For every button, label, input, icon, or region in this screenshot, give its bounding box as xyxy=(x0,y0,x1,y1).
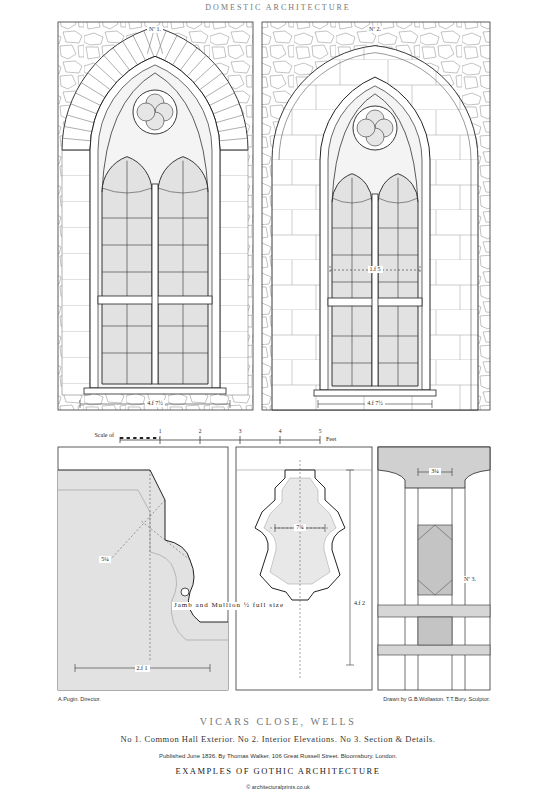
window-stroke xyxy=(165,35,177,60)
scale-number: 1 xyxy=(159,428,162,434)
window-stroke xyxy=(378,363,418,364)
window-stroke xyxy=(205,83,229,98)
engraver-credit: Drawn by G.B.Wollaston. T.T.Bury. Sculpt… xyxy=(383,696,490,702)
window-stroke xyxy=(102,326,152,327)
window-stroke xyxy=(158,353,208,354)
window-stroke xyxy=(200,73,222,90)
window-stroke xyxy=(218,126,246,131)
window-stroke xyxy=(158,245,208,246)
window-stroke xyxy=(332,282,372,283)
window-stroke xyxy=(71,104,97,114)
window-stroke xyxy=(88,73,110,90)
dimension: 3¼ xyxy=(429,468,441,475)
window-stroke xyxy=(180,48,197,70)
scale-number: 2 xyxy=(199,428,202,434)
quatrefoil xyxy=(133,90,177,134)
window-opening xyxy=(90,56,220,388)
dimension: 4.f 2 xyxy=(352,600,367,607)
window-stroke xyxy=(194,64,215,83)
window-light xyxy=(332,174,372,386)
window-stroke xyxy=(332,336,372,337)
window-stroke xyxy=(210,93,235,105)
plate-caption: No 1. Common Hall Exterior. No 2. Interi… xyxy=(121,735,436,744)
window-sill xyxy=(314,390,436,396)
dimension: 7¾ xyxy=(294,524,306,531)
dimension: 4.f 7½ xyxy=(145,400,165,407)
mullion xyxy=(152,184,158,384)
window-stroke xyxy=(95,64,116,83)
plate-number: Nº 1. xyxy=(147,26,163,33)
window-stroke xyxy=(187,55,206,76)
window-stroke xyxy=(102,353,152,354)
window-light xyxy=(102,157,152,384)
window-opening xyxy=(320,77,430,390)
window-stroke xyxy=(332,255,372,256)
window-stroke xyxy=(104,55,123,76)
foil-lobe xyxy=(357,119,375,137)
window-stroke xyxy=(332,363,372,364)
plate-title: VICARS CLOSE, WELLS xyxy=(200,716,357,727)
window-stroke xyxy=(144,31,154,57)
window-stroke xyxy=(279,53,471,410)
dimension: 2.f 1 xyxy=(135,665,150,672)
foil-lobe xyxy=(137,103,155,121)
window-stroke xyxy=(133,35,145,60)
window-stroke xyxy=(158,326,208,327)
scale-number: 5 xyxy=(319,428,322,434)
detail-caption: Jamb and Mullion ½ full size xyxy=(172,602,286,610)
window-stroke xyxy=(156,31,166,57)
plate-number: Nº 2. xyxy=(367,26,383,33)
window-stroke xyxy=(158,272,208,273)
window-moulding xyxy=(328,86,422,390)
scale-number: 3 xyxy=(239,428,242,434)
window-light xyxy=(378,174,418,386)
scale-number: 4 xyxy=(279,428,282,434)
window-stroke xyxy=(220,138,248,141)
dimension: 5¼ xyxy=(99,556,111,563)
plate-number: Nº 3. xyxy=(462,576,478,583)
window-stroke xyxy=(127,161,128,384)
window-stroke xyxy=(63,138,91,141)
window-stroke xyxy=(113,48,130,70)
window-stroke xyxy=(173,41,188,65)
window-stroke xyxy=(378,282,418,283)
dimension: 4.f 7½ xyxy=(365,400,385,407)
window-stroke xyxy=(378,255,418,256)
window-stroke xyxy=(67,115,94,123)
window-stroke xyxy=(102,245,152,246)
window-stroke xyxy=(220,150,248,151)
window-stroke xyxy=(332,228,372,229)
sheet-header: DOMESTIC ARCHITECTURE xyxy=(205,4,350,13)
window-stroke xyxy=(183,161,184,384)
ashlar-wall xyxy=(272,46,478,410)
window-stroke xyxy=(75,93,100,105)
scale-label: Scale of xyxy=(95,432,115,439)
window-stroke xyxy=(213,104,239,114)
window-stroke xyxy=(378,336,418,337)
window-stroke xyxy=(216,115,243,123)
mullion xyxy=(372,194,378,386)
window-stroke xyxy=(123,41,138,65)
scale-unit: Feet xyxy=(326,436,336,443)
window-moulding xyxy=(98,65,212,388)
copyright-note: © architecturalprints.co.uk xyxy=(246,784,310,790)
series-title: EXAMPLES OF GOTHIC ARCHITECTURE xyxy=(176,767,381,776)
ashlar-wall xyxy=(272,46,478,410)
window-stroke xyxy=(81,83,105,98)
window-stroke xyxy=(102,272,152,273)
dimension: 1.f 5 xyxy=(368,266,383,273)
publisher-line: Published June 1836. By Thomas Walker. 1… xyxy=(159,753,397,760)
window-sill xyxy=(84,388,226,394)
window-light xyxy=(158,157,208,384)
director-credit: A.Pugin. Director. xyxy=(58,696,101,702)
window-stroke xyxy=(62,150,90,151)
quatrefoil xyxy=(353,106,397,150)
window-stroke xyxy=(158,218,208,219)
window-stroke xyxy=(378,228,418,229)
window-stroke xyxy=(64,126,92,131)
window-stroke xyxy=(102,218,152,219)
